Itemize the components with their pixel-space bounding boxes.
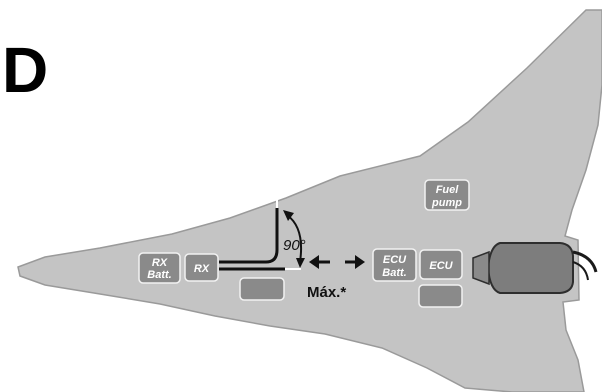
fuel-line	[572, 250, 598, 273]
fuel-pump-label-line2: pump	[431, 197, 462, 209]
fuel-pump-label-line1: Fuel	[436, 184, 460, 196]
ecu-box: ECU	[419, 249, 463, 280]
airframe-silhouette	[17, 9, 602, 392]
angle-label: 90°	[283, 237, 306, 254]
component-box-unlabeled-right	[418, 284, 463, 308]
max-distance-arrow-left	[309, 255, 330, 269]
max-distance-arrow-right	[345, 255, 365, 269]
antenna-cable	[219, 208, 279, 264]
rx-label: RX	[194, 263, 210, 275]
rx-battery-box: RX Batt.	[138, 252, 181, 284]
engine-housing	[486, 242, 574, 294]
engine-nozzle	[472, 250, 490, 286]
max-distance-label: Máx.*	[307, 284, 346, 301]
ecu-batt-label-line2: Batt.	[382, 267, 406, 279]
rx-batt-label-line1: RX	[152, 257, 168, 269]
ecu-batt-label-line1: ECU	[383, 254, 407, 266]
rx-batt-label-line2: Batt.	[147, 269, 171, 281]
receiver-box: RX	[184, 253, 219, 282]
panel-letter: D	[2, 34, 48, 106]
angle-arc-arrowhead-bottom	[296, 258, 305, 268]
angle-arc-arrowhead-top	[283, 210, 294, 221]
component-box-unlabeled-left	[239, 277, 285, 301]
ecu-label: ECU	[429, 260, 453, 272]
fuel-pump-box: Fuel pump	[424, 179, 470, 211]
ecu-battery-box: ECU Batt.	[372, 248, 417, 282]
fuel-line-2	[572, 261, 589, 281]
